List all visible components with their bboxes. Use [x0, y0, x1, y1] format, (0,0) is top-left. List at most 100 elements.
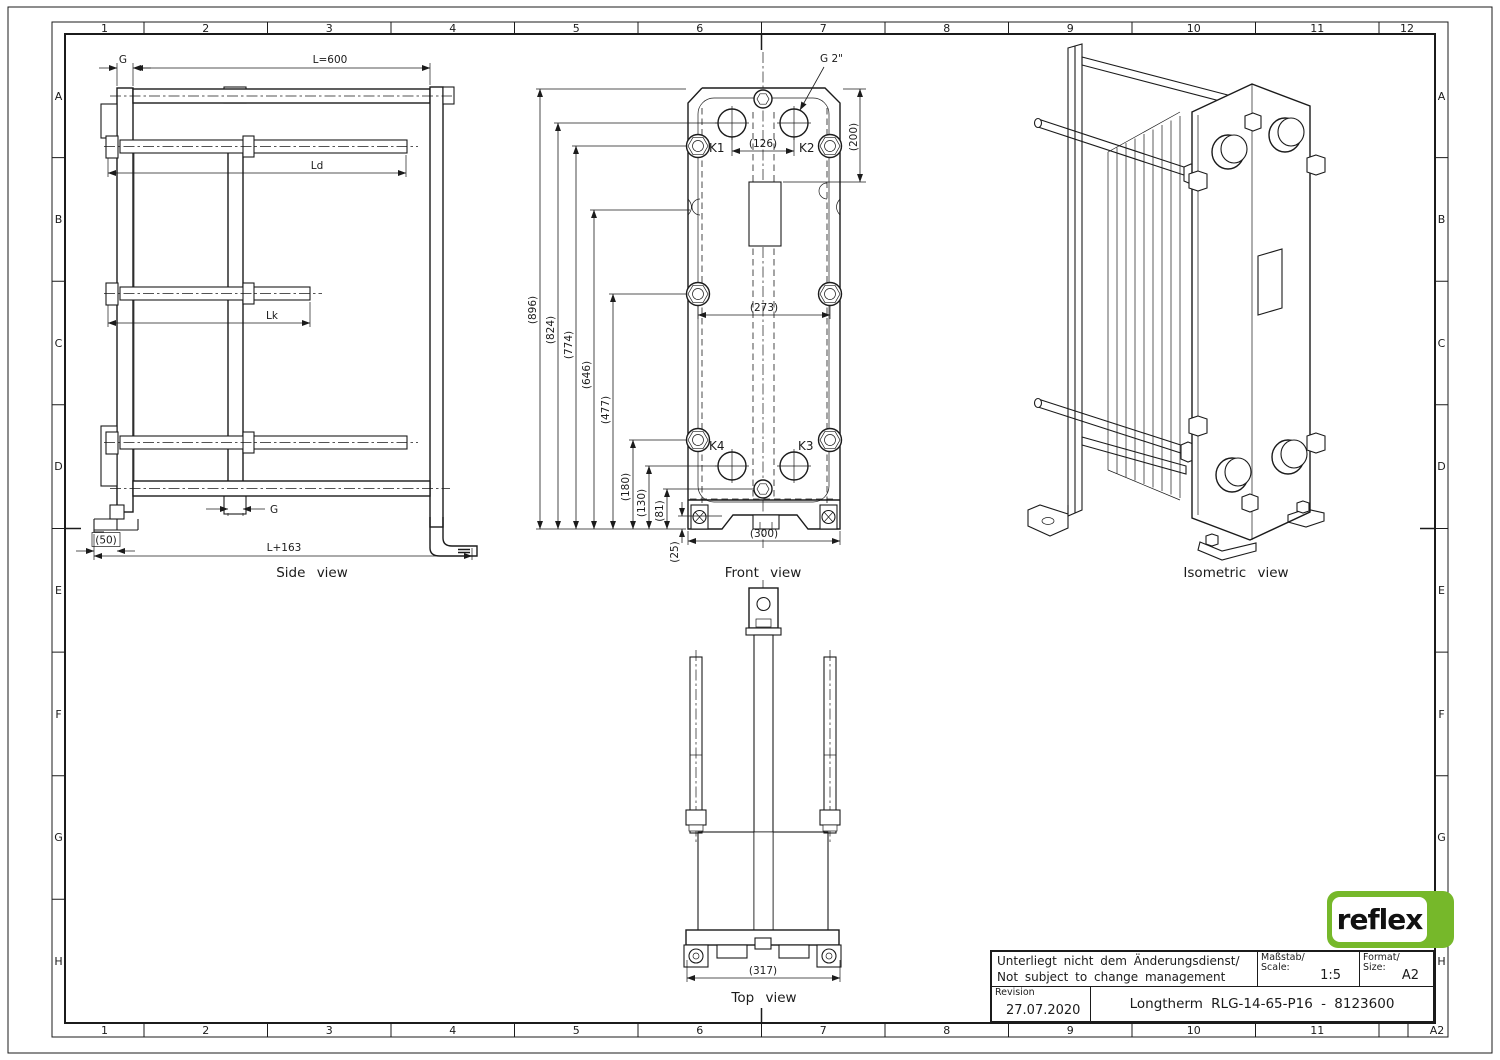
frame-row-label: C	[55, 337, 63, 350]
frame-row-label: E	[55, 584, 62, 597]
bracket-nut	[755, 618, 772, 628]
dim-label: G	[119, 54, 127, 66]
fixed-plate-foot	[93, 512, 139, 533]
port-k4	[715, 449, 749, 483]
title-block: Unterliegt nicht dem Änderungsdienst/ No…	[990, 950, 1435, 1023]
change-note-line1: Unterliegt nicht dem Änderungsdienst/	[997, 954, 1240, 968]
dim-label: (824)	[545, 316, 557, 344]
top-bracket	[748, 587, 779, 629]
support-column	[429, 86, 444, 528]
frame-col-label: 4	[449, 22, 456, 35]
iso-column	[1067, 43, 1083, 517]
top-view-caption: Top view	[730, 990, 796, 1006]
sheet-frame: 1 2 3 4 5 6 7 8 9 10 11 12 1 2 3 4 5 6 7…	[7, 6, 1493, 1054]
dim-label: Ld	[311, 160, 324, 172]
carrying-bar-over-pack	[753, 831, 774, 936]
revision-label: Revision	[995, 987, 1035, 998]
nameplate	[748, 181, 782, 247]
iso-bolt-heads	[1188, 154, 1326, 454]
dim-label: (273)	[750, 302, 778, 314]
side-view: G L=600 Ld Lk G (50) L+163 Side view	[76, 54, 478, 581]
dim-label: G	[270, 504, 278, 516]
guide-bar-section	[753, 479, 773, 499]
change-note-line2: Not subject to change management	[997, 970, 1226, 984]
dim-label: (130)	[636, 489, 648, 517]
bracket-hole	[756, 596, 771, 612]
frame-row-label: B	[1438, 213, 1446, 226]
dim-label: (477)	[600, 396, 612, 424]
plate-pack-top-left	[697, 831, 755, 933]
scale-label-de: Maßstab/	[1261, 952, 1305, 963]
frame-col-label: 10	[1187, 22, 1201, 35]
iso-nameplate	[1257, 248, 1283, 316]
plate-notches	[687, 182, 841, 216]
scale-value: 1:5	[1320, 968, 1341, 983]
frame-col-label: 6	[696, 22, 703, 35]
front-view: G 2" (126) K1 K2 K4 K3 (200) (273) (300)	[527, 52, 866, 581]
frame-col-label: 1	[101, 1024, 108, 1037]
frame-row-label: B	[55, 213, 63, 226]
frame-col-label: 9	[1067, 1024, 1074, 1037]
carrying-bar-section	[753, 89, 773, 109]
trim-border	[7, 6, 1493, 1054]
iso-feet	[1197, 500, 1325, 561]
frame-row-label: F	[55, 708, 61, 721]
front-plate-outline	[687, 87, 841, 501]
connection-size-label: G 2"	[820, 53, 843, 65]
dim-label: (25)	[669, 541, 681, 563]
side-bolt-left	[685, 650, 707, 845]
frame-col-label: 4	[449, 1024, 456, 1037]
center-ticks	[65, 34, 1435, 1023]
dim-label: Lk	[266, 310, 279, 322]
iso-plate-pack	[1107, 111, 1181, 501]
front-view-caption: Front view	[725, 565, 802, 581]
pressure-plate-shoe	[223, 495, 247, 515]
drawing-title-cell: Longtherm RLG-14-65-P16 - 8123600	[1091, 987, 1433, 1021]
frame-col-label: 7	[820, 1024, 827, 1037]
tightening-bolt-heads	[685, 133, 843, 453]
frame-col-label: 5	[573, 22, 580, 35]
frame-col-label: 7	[820, 22, 827, 35]
hidden-pack-lines	[690, 108, 837, 505]
base-block	[778, 944, 810, 959]
dim-label: (317)	[749, 965, 777, 977]
bracket-flange	[745, 627, 782, 636]
center-guide-block	[752, 514, 780, 530]
port-block	[100, 103, 118, 139]
dim-label: (646)	[581, 361, 593, 389]
frame-row-label: D	[1437, 460, 1445, 473]
isometric-view-caption: Isometric view	[1183, 565, 1288, 581]
frame-col-label: 10	[1187, 1024, 1201, 1037]
foot-bolt	[109, 504, 125, 520]
bolt-nut	[105, 431, 119, 455]
port-label-k1: K1	[709, 141, 725, 155]
port-k1	[715, 106, 749, 140]
sheet-size-corner-label: A2	[1430, 1024, 1445, 1037]
format-label-de: Format/	[1363, 952, 1400, 963]
reflex-logo-text: reflex	[1336, 903, 1424, 936]
format-cell: Format/ Size: A2	[1360, 952, 1433, 987]
top-view: (317) Top view	[683, 580, 842, 1006]
frame-row-label: E	[1438, 584, 1445, 597]
dim-label: (50)	[95, 535, 117, 547]
frame-row-label: C	[1438, 337, 1446, 350]
port-label-k2: K2	[799, 141, 815, 155]
port-label-k4: K4	[709, 439, 725, 453]
foot-right	[816, 944, 842, 968]
reflex-logo-inner: reflex	[1332, 897, 1427, 942]
format-label-en: Size:	[1363, 962, 1386, 973]
pressure-plate	[227, 143, 244, 483]
zone-dividers	[52, 22, 1448, 1037]
side-bolt-right	[819, 650, 841, 845]
foot-bolt-right	[819, 504, 838, 530]
frame-col-label: 9	[1067, 22, 1074, 35]
bolt-nut	[105, 282, 119, 306]
frame-col-label: 5	[573, 1024, 580, 1037]
base-block	[716, 944, 748, 959]
frame-col-label: 3	[326, 22, 333, 35]
scale-cell: Maßstab/ Scale: 1:5	[1258, 952, 1360, 987]
connection-leader	[799, 66, 825, 111]
dim-label: (126)	[749, 138, 777, 150]
frame-col-label: 12	[1400, 22, 1414, 35]
